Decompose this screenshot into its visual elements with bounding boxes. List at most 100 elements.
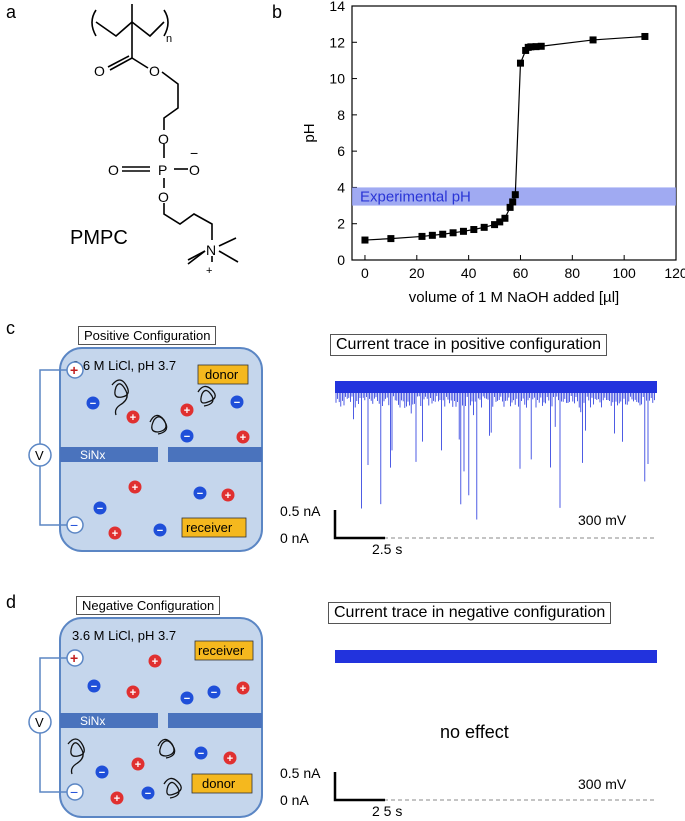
scale-time: 2 5 s	[372, 803, 402, 819]
svg-text:+: +	[184, 405, 190, 417]
y-tick-label: 8	[337, 107, 345, 123]
svg-text:−: −	[97, 503, 103, 515]
svg-text:+: +	[135, 759, 141, 771]
positive-current-trace: 0.5 nA 0 nA 2.5 s 300 mV	[280, 381, 657, 556]
scale-time: 2.5 s	[372, 541, 402, 556]
svg-text:−: −	[157, 525, 163, 537]
svg-text:+: +	[132, 482, 138, 494]
x-tick-label: 60	[513, 265, 529, 281]
scale-bar	[333, 772, 385, 802]
ester-oxygen: O	[149, 63, 160, 79]
phosphorus-atom: P	[158, 162, 167, 178]
svg-text:−: −	[184, 431, 190, 443]
plot-frame	[351, 5, 677, 261]
bottom-electrode-sign: −	[70, 517, 78, 533]
svg-text:+: +	[152, 656, 158, 668]
titration-line	[364, 35, 645, 241]
panel-letter-b: b	[272, 2, 283, 22]
polymer-coil	[197, 385, 216, 407]
scale-current-top: 0.5 nA	[280, 765, 321, 781]
top-chamber-label: receiver	[198, 643, 245, 658]
cation	[131, 757, 145, 771]
data-point	[506, 203, 514, 211]
membrane-left	[60, 447, 158, 462]
scale-current-top: 0.5 nA	[280, 503, 321, 519]
cation	[108, 526, 122, 540]
data-point	[387, 235, 395, 243]
negative-trace-title: Current trace in negative configuration	[328, 602, 612, 624]
x-tick-label: 120	[664, 265, 685, 281]
polymer-coil	[111, 379, 129, 416]
top-electrode-sign: +	[70, 362, 78, 378]
y-tick-label: 6	[337, 143, 345, 159]
polymer-coil	[149, 414, 168, 435]
voltage-annotation: 300 mV	[578, 776, 627, 792]
svg-text:+: +	[227, 753, 233, 765]
data-point	[496, 218, 504, 226]
cation	[126, 685, 140, 699]
x-tick-label: 0	[361, 265, 369, 281]
negative-config-label: Negative Configuration	[76, 596, 221, 615]
panel-letter-d: d	[6, 592, 17, 612]
svg-text:+: +	[240, 683, 246, 695]
svg-text:−: −	[197, 488, 203, 500]
cation	[236, 430, 250, 444]
data-point	[516, 59, 524, 67]
anion	[207, 685, 221, 699]
data-point	[491, 221, 499, 229]
cation	[126, 410, 140, 424]
membrane-label: SiNx	[80, 714, 105, 728]
positive-trace-title: Current trace in positive configuration	[330, 334, 608, 356]
phosphate-oxygen-top: O	[158, 131, 169, 147]
positive-cell-diagram: SiNx 3.6 M LiCl, pH 3.7 donor receiver V…	[28, 347, 263, 552]
donor-box	[197, 364, 249, 385]
ammonium-nitrogen: N	[206, 242, 216, 258]
anion	[87, 679, 101, 693]
receiver-box	[194, 640, 254, 661]
anionic-oxygen: O	[189, 162, 200, 178]
x-tick-label: 80	[565, 265, 581, 281]
svg-text:+: +	[130, 412, 136, 424]
data-point	[418, 232, 426, 240]
anion	[141, 786, 155, 800]
baseline-current-band	[335, 650, 657, 663]
polymer-coil	[67, 738, 85, 775]
voltage-source	[28, 710, 52, 734]
y-tick-label: 2	[337, 216, 345, 232]
voltage-label: V	[35, 715, 44, 730]
scale-bar	[333, 510, 385, 540]
svg-text:+: +	[240, 432, 246, 444]
svg-text:+: +	[112, 528, 118, 540]
y-tick-label: 0	[337, 252, 345, 268]
y-tick-label: 10	[329, 71, 345, 87]
anion	[230, 395, 244, 409]
cation	[180, 403, 194, 417]
data-point	[511, 191, 519, 199]
receiver-box	[181, 517, 247, 538]
data-point	[527, 43, 535, 51]
negative-cell-diagram: SiNx 3.6 M LiCl, pH 3.7 receiver donor V…	[28, 617, 263, 818]
data-point	[459, 227, 467, 235]
negative-charge: −	[190, 145, 198, 161]
data-point	[439, 230, 447, 238]
y-tick-label: 14	[329, 0, 345, 14]
bottom-electrode	[66, 783, 84, 801]
pmpc-structure: n O O O P O O − O N + PMPC	[70, 4, 239, 277]
cation	[128, 480, 142, 494]
svg-text:−: −	[211, 687, 217, 699]
phosphate-oxygen-bottom: O	[158, 189, 169, 205]
panel-letter-c: c	[6, 318, 15, 338]
svg-text:−: −	[234, 397, 240, 409]
data-point	[589, 36, 597, 44]
svg-text:−: −	[99, 767, 105, 779]
svg-text:−: −	[198, 748, 204, 760]
membrane-left	[60, 713, 158, 728]
donor-box	[191, 773, 253, 794]
cation	[236, 681, 250, 695]
anion	[153, 523, 167, 537]
svg-text:+: +	[130, 687, 136, 699]
x-axis-label: volume of 1 M NaOH added [µl]	[409, 289, 619, 306]
y-axis-label: pH	[301, 123, 318, 142]
data-point	[449, 229, 457, 237]
